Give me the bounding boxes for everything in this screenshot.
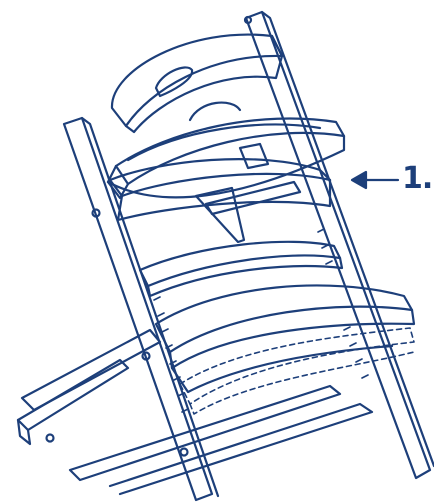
height-adjust-notches [153,228,369,413]
footrest-plate [154,284,416,394]
seat-plate [138,240,344,298]
arrow-left-icon [350,170,400,190]
backrest-handle-slot [154,66,194,98]
right-side-post [243,10,434,480]
screw-icon [141,351,151,361]
seat-insert [108,142,332,244]
harness-belt [204,180,302,216]
tray-rim [188,101,242,122]
backrest [110,33,284,134]
rear-strut [20,328,162,443]
screw-icon [179,447,189,457]
harness-strap [194,186,246,244]
harness-buckle [238,142,270,170]
screw-icon [45,433,55,443]
screw-icon [243,15,253,25]
tray [106,101,346,200]
screw-icon [91,208,101,218]
footrest-alt-position [179,327,415,415]
base-runner [16,358,374,496]
step-number-label: 1. [402,161,433,196]
